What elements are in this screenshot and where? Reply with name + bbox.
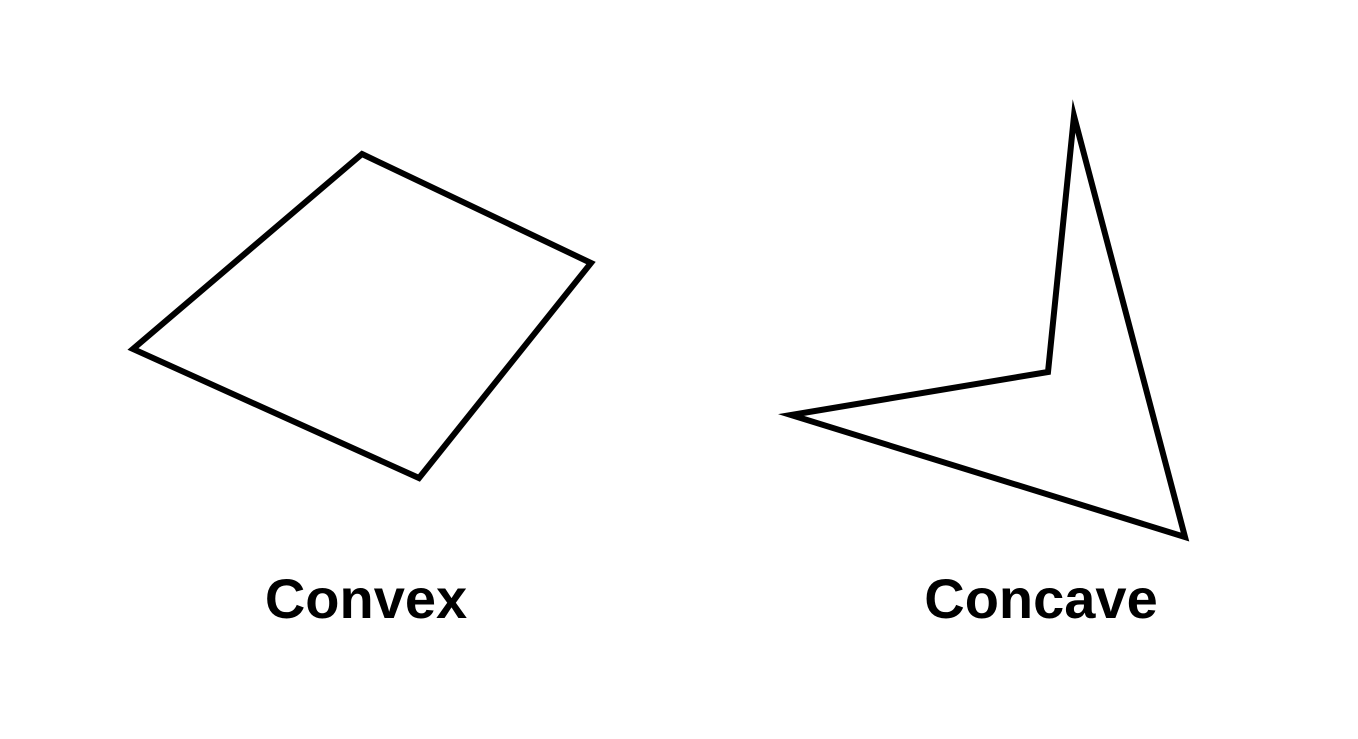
concave-quadrilateral — [778, 99, 1190, 542]
concave-label: Concave — [924, 567, 1158, 630]
convex-quadrilateral — [127, 150, 596, 482]
convex-label: Convex — [264, 567, 468, 630]
